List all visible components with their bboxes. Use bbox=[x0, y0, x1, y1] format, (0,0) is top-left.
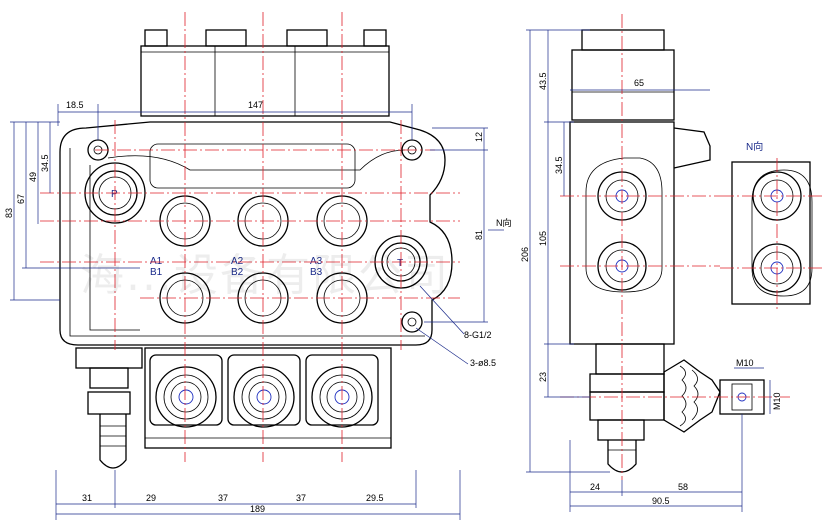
dim-23: 23 bbox=[538, 372, 548, 382]
port-b2-label: B2 bbox=[231, 267, 244, 278]
dim-37b: 37 bbox=[296, 493, 306, 503]
side-dimensions: 206 43.5 34.5 105 23 65 24 58 90.5 M10 bbox=[520, 29, 782, 512]
side-view: 206 43.5 34.5 105 23 65 24 58 90.5 M10 bbox=[520, 14, 790, 512]
valve-body-outline bbox=[59, 121, 453, 346]
dim-31: 31 bbox=[82, 493, 92, 503]
watermark: 海...设备有限公司 bbox=[80, 250, 450, 301]
dim-67: 67 bbox=[16, 194, 26, 204]
spool-section bbox=[144, 347, 392, 449]
top-caps bbox=[140, 29, 390, 117]
dim-43-5: 43.5 bbox=[538, 72, 548, 90]
port-t-label: T bbox=[397, 258, 403, 269]
dim-34-5-side: 34.5 bbox=[554, 156, 564, 174]
thread-m10-side: M10 bbox=[772, 392, 782, 410]
front-view: P T A1 B1 A2 B2 A3 B3 bbox=[4, 12, 512, 520]
n-view: N向 bbox=[720, 140, 822, 310]
dim-49: 49 bbox=[28, 172, 38, 182]
port-a2-label: A2 bbox=[231, 256, 244, 267]
front-dimensions: 18.5 147 12 81 N向 83 67 49 34.5 bbox=[4, 100, 512, 520]
dim-18-5: 18.5 bbox=[66, 100, 84, 110]
dim-65: 65 bbox=[634, 78, 644, 88]
callout-thread: 8-G1/2 bbox=[464, 330, 492, 340]
relief-valve-fitting bbox=[75, 347, 143, 469]
port-b1-label: B1 bbox=[150, 267, 163, 278]
dim-34-5: 34.5 bbox=[40, 154, 50, 172]
dim-189: 189 bbox=[250, 504, 265, 514]
callout-holes: 3-ø8.5 bbox=[470, 358, 496, 368]
mounting-holes bbox=[87, 139, 423, 333]
port-a1-label: A1 bbox=[150, 256, 163, 267]
n-arrow-label: N向 bbox=[496, 217, 512, 228]
dim-58: 58 bbox=[678, 482, 688, 492]
dim-83: 83 bbox=[4, 208, 14, 218]
dim-37a: 37 bbox=[218, 493, 228, 503]
n-view-title: N向 bbox=[746, 140, 763, 153]
dim-90-5: 90.5 bbox=[652, 496, 670, 506]
thread-m10-top: M10 bbox=[736, 358, 754, 368]
dim-12: 12 bbox=[474, 132, 484, 142]
dim-24: 24 bbox=[590, 482, 600, 492]
dim-29: 29 bbox=[146, 493, 156, 503]
dim-81: 81 bbox=[474, 230, 484, 240]
dim-29-5: 29.5 bbox=[366, 493, 384, 503]
dim-206: 206 bbox=[520, 247, 530, 262]
port-p-label: P bbox=[111, 189, 118, 200]
dim-105: 105 bbox=[538, 231, 548, 246]
port-b3-label: B3 bbox=[310, 267, 323, 278]
dim-147: 147 bbox=[248, 100, 263, 110]
port-a3-label: A3 bbox=[310, 256, 323, 267]
